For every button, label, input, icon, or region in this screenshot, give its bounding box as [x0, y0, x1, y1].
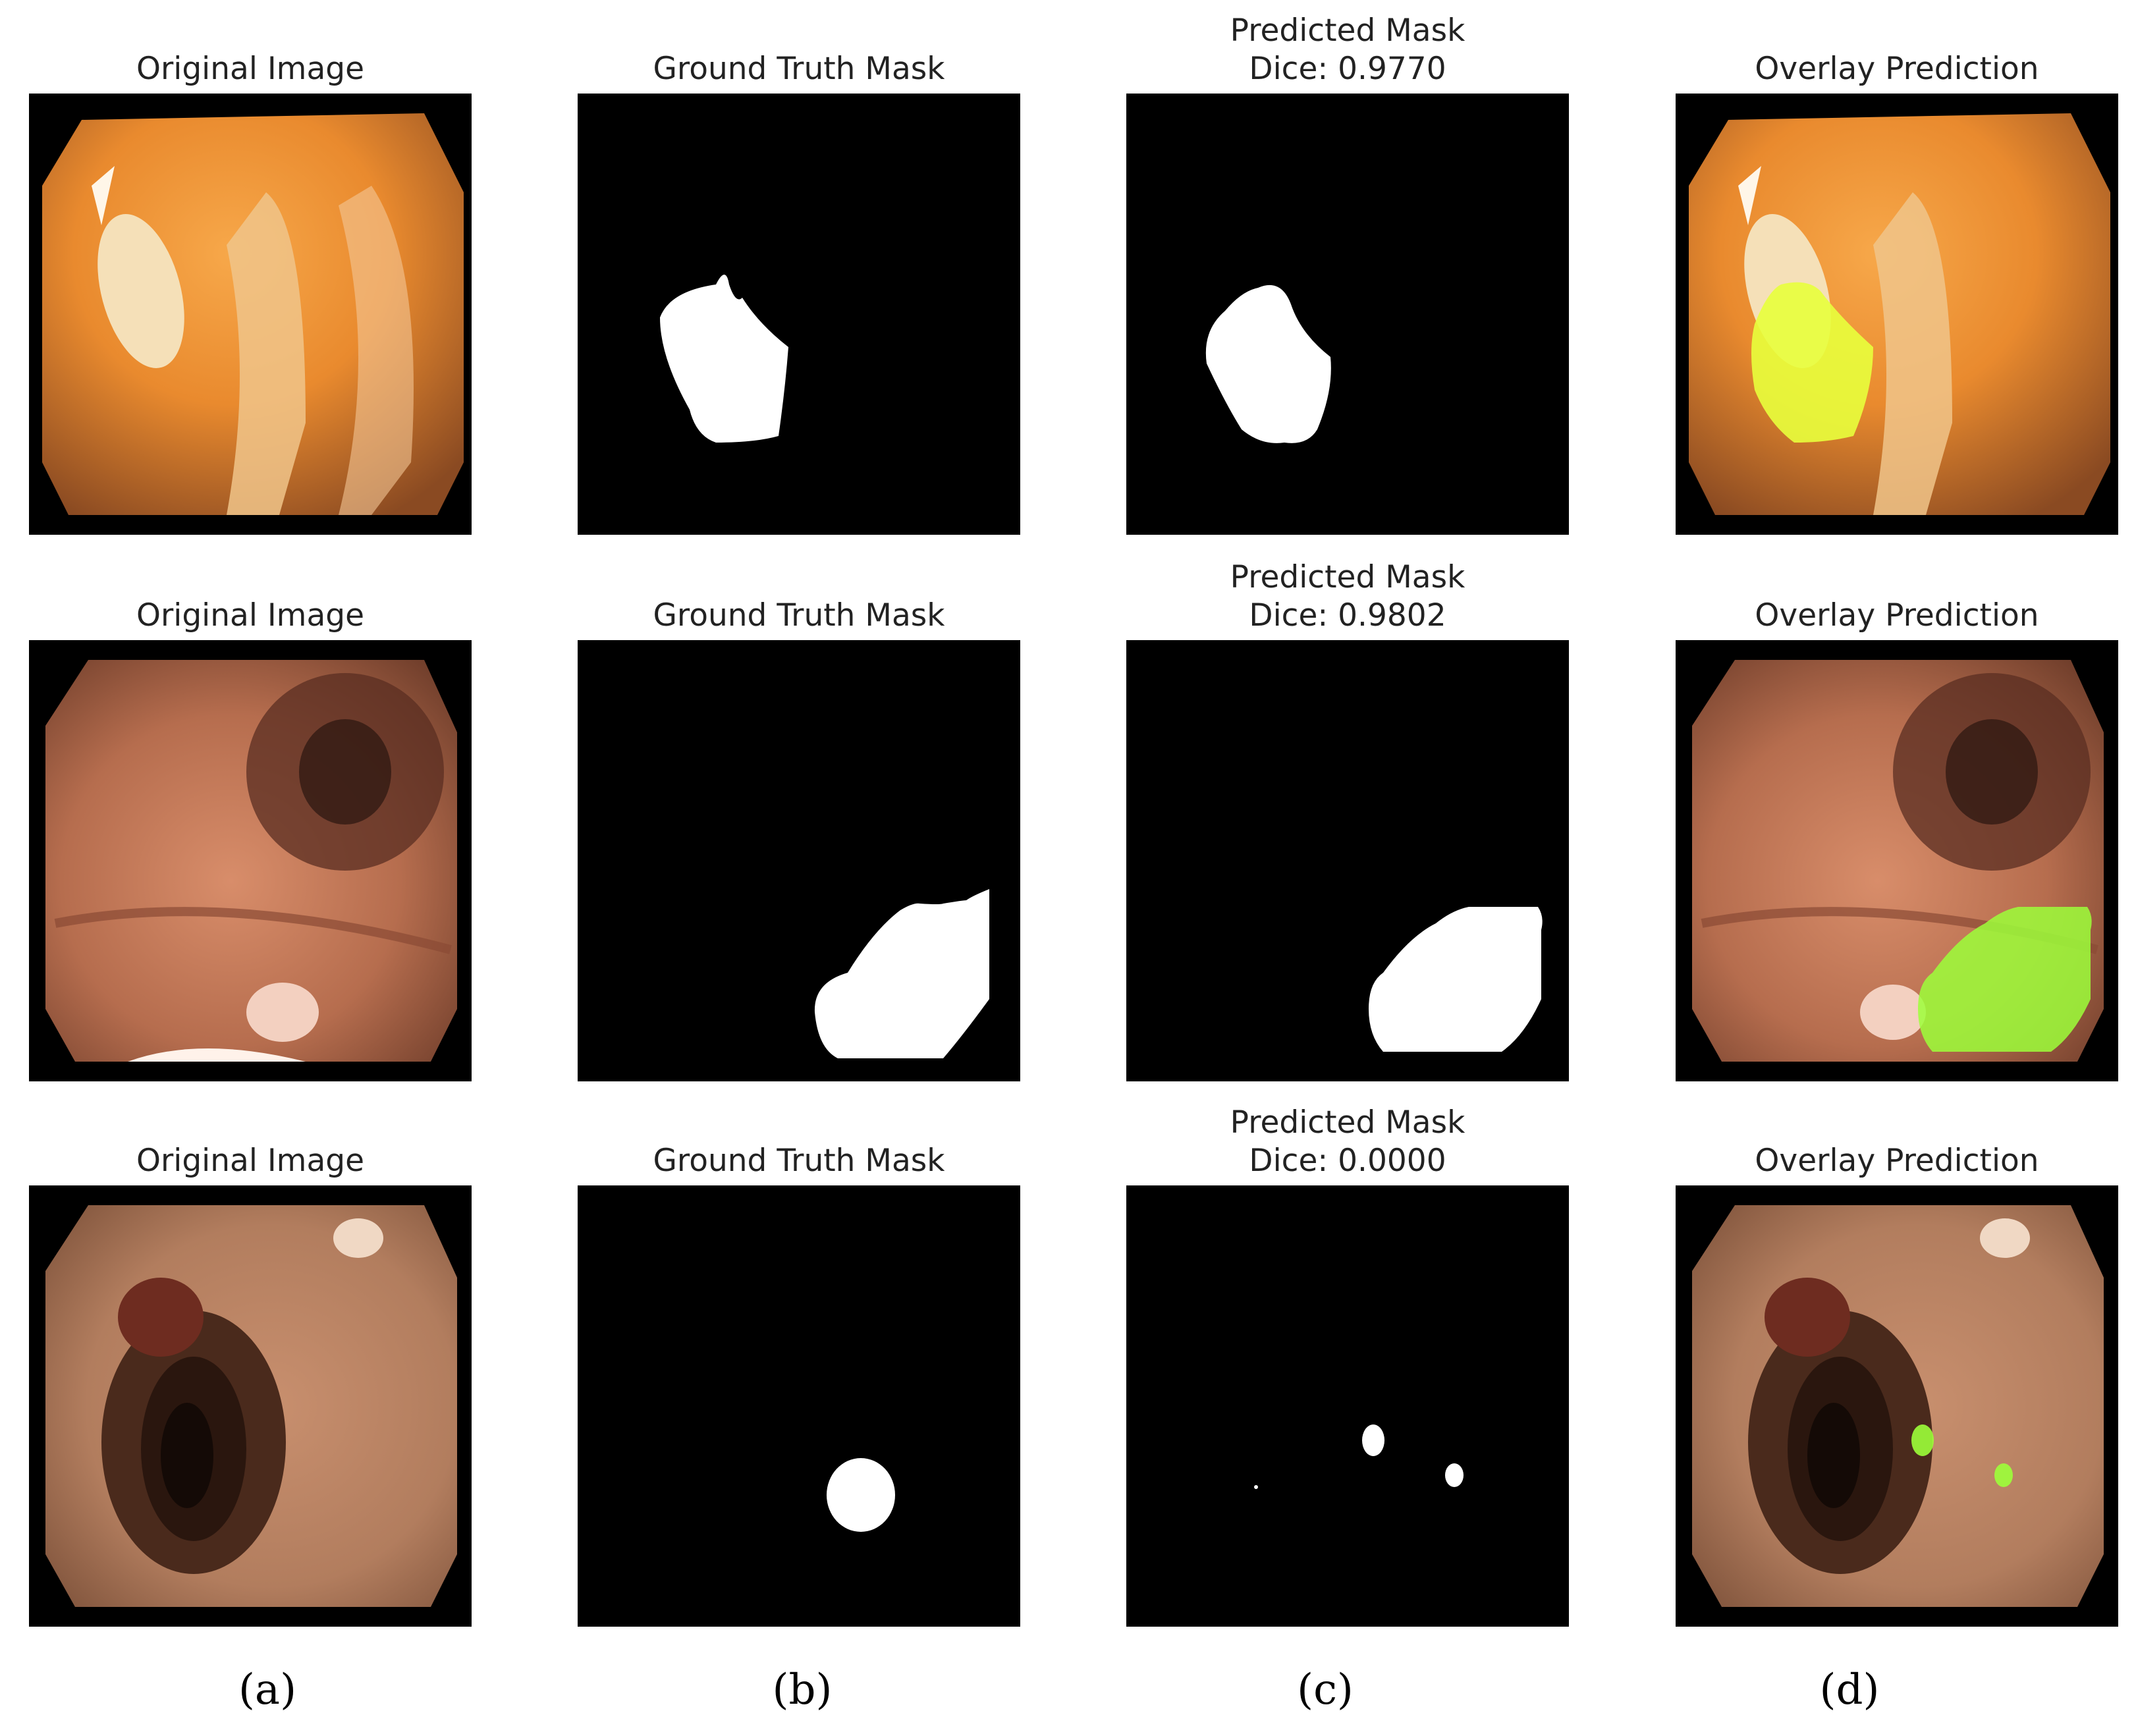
row2-predicted-label: Predicted Mask	[1230, 559, 1465, 595]
row3-overlay-prediction-graphic	[1692, 1205, 2104, 1607]
row3-predicted-mask-graphic	[1254, 1424, 1464, 1489]
column-label-c: (c)	[1297, 1666, 1354, 1714]
row3-predicted-mask	[1126, 1185, 1569, 1627]
row2-original-title: Original Image	[136, 597, 365, 634]
row1-predicted-mask	[1126, 94, 1569, 535]
row1-ground-truth-mask	[578, 94, 1020, 535]
row2-original-image-graphic	[45, 660, 457, 1062]
row1-ground-truth-title: Ground Truth Mask	[653, 51, 945, 87]
row1-ground-truth-mask-graphic	[660, 275, 788, 443]
row2-overlay-prediction	[1676, 640, 2118, 1081]
column-label-a: (a)	[238, 1666, 297, 1714]
row1-predicted-label: Predicted Mask	[1230, 13, 1465, 49]
row3-predicted-title: Predicted Mask Dice: 0.0000	[1126, 1104, 1569, 1180]
row1-original-image	[29, 94, 472, 535]
row2-original-image	[29, 640, 472, 1081]
row2-predicted-title: Predicted Mask Dice: 0.9802	[1126, 558, 1569, 635]
row3-dice-score: Dice: 0.0000	[1249, 1143, 1446, 1179]
row3-original-title: Original Image	[136, 1143, 365, 1179]
row1-overlay-title: Overlay Prediction	[1755, 51, 2039, 87]
row3-ground-truth-mask-graphic	[827, 1458, 895, 1532]
row3-predicted-label: Predicted Mask	[1230, 1104, 1465, 1141]
row1-predicted-title: Predicted Mask Dice: 0.9770	[1126, 12, 1569, 88]
row2-overlay-title: Overlay Prediction	[1755, 597, 2039, 634]
row3-overlay-title: Overlay Prediction	[1755, 1143, 2039, 1179]
row2-ground-truth-mask-graphic	[814, 889, 989, 1058]
row2-dice-score: Dice: 0.9802	[1249, 597, 1446, 634]
row2-ground-truth-title: Ground Truth Mask	[653, 597, 945, 634]
row3-ground-truth-mask	[578, 1185, 1020, 1627]
column-label-d: (d)	[1819, 1666, 1880, 1714]
row3-ground-truth-title: Ground Truth Mask	[653, 1143, 945, 1179]
row1-original-title: Original Image	[136, 51, 365, 87]
row1-overlay-prediction-graphic	[1689, 113, 2110, 515]
row3-original-image-graphic	[45, 1205, 457, 1607]
row2-overlay-prediction-graphic	[1692, 660, 2104, 1062]
row2-predicted-mask	[1126, 640, 1569, 1081]
row1-dice-score: Dice: 0.9770	[1249, 51, 1446, 87]
row2-predicted-mask-graphic	[1369, 907, 1543, 1052]
row3-overlay-prediction	[1676, 1185, 2118, 1627]
row3-original-image	[29, 1185, 472, 1627]
column-label-b: (b)	[772, 1666, 833, 1714]
row2-ground-truth-mask	[578, 640, 1020, 1081]
row1-overlay-prediction	[1676, 94, 2118, 535]
row1-original-image-graphic	[42, 113, 464, 515]
row1-predicted-mask-graphic	[1205, 285, 1331, 443]
